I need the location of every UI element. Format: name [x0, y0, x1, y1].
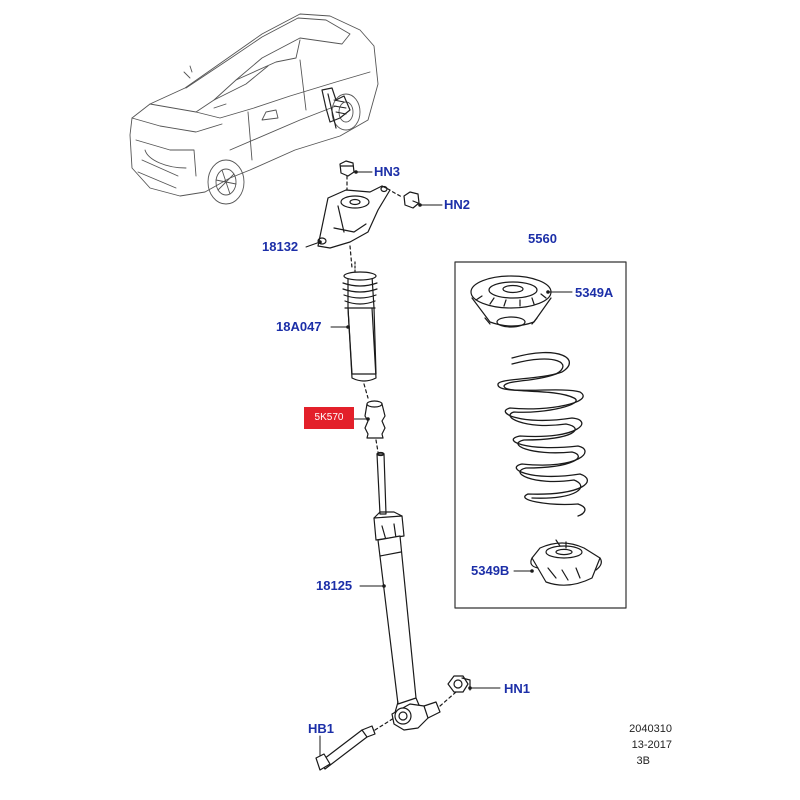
part-5k570-bump-stop[interactable] [364, 400, 386, 453]
part-5560-coil-spring[interactable] [497, 351, 588, 517]
part-hn1-nut[interactable] [447, 675, 471, 693]
kit-5560-frame [454, 261, 627, 609]
callout-5349a[interactable]: 5349A [575, 285, 614, 300]
callout-hb1[interactable]: HB1 [308, 721, 335, 736]
diagram-ref-code: 3B [636, 755, 650, 767]
diagram-ref-number: 2040310 [629, 723, 672, 735]
part-18125-shock-absorber[interactable] [373, 451, 457, 731]
callout-5349b[interactable]: 5349B [471, 563, 510, 578]
vehicle-locator-illustration [129, 13, 379, 205]
callout-5k570-selected[interactable]: 5K570 [304, 407, 354, 429]
diagram-ref-date: 13-2017 [631, 739, 672, 751]
part-5349a-upper-spring-seat[interactable] [470, 275, 552, 328]
leader-lines [305, 171, 573, 757]
callout-5560[interactable]: 5560 [528, 231, 557, 246]
part-hn3-nut[interactable] [339, 160, 355, 193]
callout-hn1[interactable]: HN1 [504, 681, 531, 696]
callout-hn2[interactable]: HN2 [444, 197, 471, 212]
leader-dots [318, 170, 550, 690]
part-hb1-bolt[interactable] [315, 717, 395, 771]
part-5349b-lower-spring-seat[interactable] [530, 539, 602, 586]
callout-hn3[interactable]: HN3 [374, 164, 401, 179]
callout-18132[interactable]: 18132 [262, 239, 299, 254]
callout-18125[interactable]: 18125 [316, 578, 353, 593]
part-hn2-bolt[interactable] [381, 185, 420, 209]
callout-18a047[interactable]: 18A047 [276, 319, 322, 334]
part-18a047-dust-boot[interactable] [342, 261, 378, 399]
part-18132-upper-mount[interactable] [317, 185, 391, 269]
